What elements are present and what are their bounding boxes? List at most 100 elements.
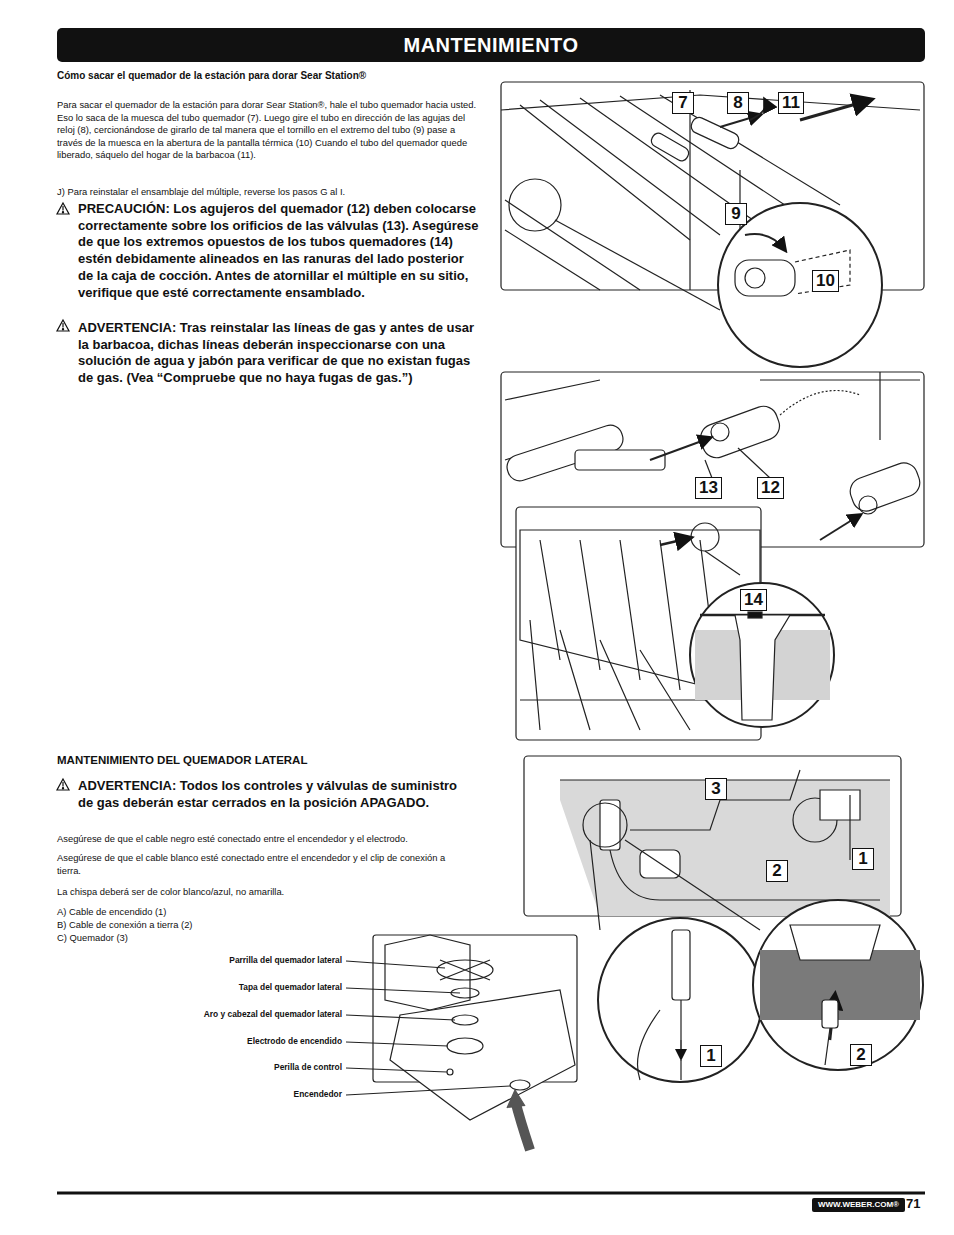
grill-illustration-3-part bbox=[530, 620, 690, 730]
side-burner-wiring-illustration-part bbox=[590, 840, 760, 930]
part-label: Tapa del quemador lateral bbox=[92, 982, 342, 993]
side-burner-exploded-view-part bbox=[452, 1015, 478, 1025]
part-label: Electrodo de encendido bbox=[92, 1036, 342, 1047]
part-label: Perilla de control bbox=[92, 1062, 342, 1073]
side-burner-wiring-illustration bbox=[524, 756, 923, 1082]
body-text: Asegúrese de que el cable negro esté con… bbox=[57, 833, 477, 846]
part-label: Parrilla del quemador lateral bbox=[92, 955, 342, 966]
grill-illustration-3 bbox=[516, 507, 834, 740]
grill-illustration-2-part bbox=[738, 448, 770, 478]
side-burner-wiring-illustration-part bbox=[753, 900, 923, 1070]
grill-illustration-1-part bbox=[795, 250, 850, 294]
side-burner-exploded-view-part bbox=[507, 1090, 525, 1108]
grill-illustration-2-part bbox=[711, 423, 729, 441]
grill-illustration-1-part bbox=[750, 100, 766, 120]
grill-illustration-1-part bbox=[745, 234, 785, 250]
part-label: Encendedor bbox=[92, 1089, 342, 1100]
body-text: Asegúrese de que el cable blanco esté co… bbox=[57, 852, 467, 877]
grill-illustration-3-part bbox=[690, 583, 834, 727]
callout-number: 14 bbox=[740, 589, 767, 611]
side-burner-wiring-illustration-part bbox=[822, 1000, 838, 1028]
side-burner-exploded-view-part bbox=[437, 960, 493, 980]
grill-illustration-2-part bbox=[780, 391, 860, 416]
side-burner-exploded-view-part bbox=[515, 1100, 530, 1150]
warning-icon-part bbox=[62, 782, 63, 787]
side-burner-wiring-illustration-part bbox=[672, 930, 690, 1000]
side-burner-exploded-view-part bbox=[346, 1042, 448, 1046]
list-item: C) Quemador (3) bbox=[57, 932, 357, 945]
warning-icon-part bbox=[62, 206, 63, 211]
caution-text: PRECAUCIÓN: Los agujeros del quemador (1… bbox=[78, 201, 480, 301]
title-bar: MANTENIMIENTO bbox=[57, 28, 925, 62]
part-label: Aro y cabezal del quemador lateral bbox=[92, 1009, 342, 1020]
grill-illustration-3-part bbox=[691, 523, 719, 551]
side-burner-exploded-view-part bbox=[346, 1015, 455, 1020]
grill-illustration-1-part bbox=[555, 220, 720, 310]
side-burner-exploded-view-part bbox=[390, 990, 575, 1120]
warning-icon-part bbox=[57, 203, 69, 214]
warning-icon bbox=[57, 203, 69, 790]
side-burner-wiring-illustration-part bbox=[849, 795, 850, 860]
warning-icon-part bbox=[57, 779, 69, 790]
callout-number: 1 bbox=[700, 1045, 722, 1067]
grill-illustration-1-part bbox=[509, 179, 561, 231]
callout-number: 3 bbox=[705, 778, 727, 800]
warning-icon-part bbox=[62, 329, 63, 330]
side-burner-exploded-view-part bbox=[346, 1068, 447, 1072]
list-item: B) Cable de conexión a tierra (2) bbox=[57, 919, 357, 932]
page-title: MANTENIMIENTO bbox=[403, 34, 578, 57]
callout-number: 1 bbox=[852, 848, 874, 870]
side-burner-exploded-view-part bbox=[346, 1086, 510, 1095]
side-burner-wiring-illustration-part bbox=[600, 800, 620, 850]
grill-illustration-1-part bbox=[689, 115, 741, 151]
callout-number: 7 bbox=[672, 92, 694, 114]
warning-text: ADVERTENCIA: Todos los controles y válvu… bbox=[78, 778, 463, 811]
callout-number: 10 bbox=[812, 270, 839, 292]
side-burner-wiring-illustration-part bbox=[790, 925, 880, 960]
side-burner-exploded-view-part bbox=[440, 960, 490, 980]
grill-illustration-1-part bbox=[649, 131, 691, 163]
side-burner-wiring-illustration-part bbox=[820, 790, 860, 820]
footer-rule bbox=[57, 1192, 925, 1195]
grill-illustration-1-part bbox=[735, 260, 795, 296]
grill-illustration-3-part bbox=[735, 615, 790, 720]
grill-illustration-1-part bbox=[800, 100, 870, 120]
warning-text: ADVERTENCIA: Tras reinstalar las líneas … bbox=[78, 320, 480, 387]
callout-number: 12 bbox=[757, 477, 784, 499]
page-number: 71 bbox=[906, 1196, 920, 1212]
grill-illustration-3-part bbox=[660, 538, 690, 545]
warning-icon-part bbox=[62, 323, 63, 328]
side-burner-wiring-illustration-part bbox=[680, 1000, 681, 1080]
warning-icon-part bbox=[57, 320, 69, 331]
side-burner-exploded-view-part bbox=[346, 988, 460, 993]
grill-illustration-2-part bbox=[846, 459, 923, 515]
body-text: Para sacar el quemador de la estación pa… bbox=[57, 99, 480, 162]
callout-number: 2 bbox=[766, 860, 788, 882]
callout-number: 8 bbox=[727, 92, 749, 114]
side-burner-wiring-illustration-part bbox=[825, 1028, 830, 1065]
grill-illustration-2-part bbox=[760, 372, 920, 440]
grill-illustration-2-part bbox=[650, 438, 710, 460]
callout-number: 11 bbox=[778, 92, 804, 114]
side-burner-exploded-view-part bbox=[447, 1038, 483, 1054]
side-burner-exploded-view-part bbox=[346, 961, 445, 968]
side-burner-exploded-view bbox=[346, 935, 577, 1150]
grill-illustration-1-part bbox=[745, 268, 765, 288]
callout-number: 9 bbox=[725, 203, 747, 225]
side-burner-exploded-view-part bbox=[510, 1080, 530, 1090]
side-burner-wiring-illustration-part bbox=[524, 756, 901, 916]
grill-illustration-2-part bbox=[705, 460, 712, 478]
side-burner-wiring-illustration-part bbox=[680, 1040, 682, 1058]
grill-illustration-1-part bbox=[718, 203, 882, 367]
callout-number: 13 bbox=[695, 477, 722, 499]
section-heading: Cómo sacar el quemador de la estación pa… bbox=[57, 70, 477, 82]
grill-illustration-2-part bbox=[697, 402, 784, 461]
website-tag: WWW.WEBER.COM® bbox=[812, 1198, 905, 1212]
body-text: La chispa deberá ser de color blanco/azu… bbox=[57, 886, 477, 899]
side-burner-wiring-illustration-part bbox=[630, 770, 800, 830]
grill-illustration-1 bbox=[501, 82, 924, 367]
grill-illustration-3-part bbox=[705, 551, 740, 575]
callout-number: 2 bbox=[850, 1044, 872, 1066]
grill-illustration-2-part bbox=[859, 496, 877, 514]
